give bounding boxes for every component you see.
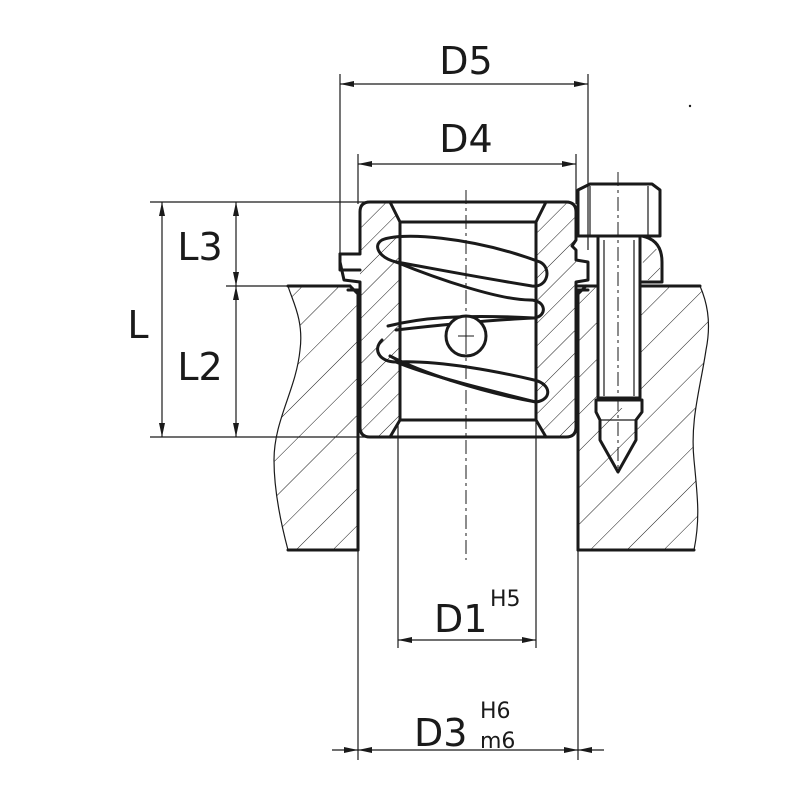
- base-block-right-section: [578, 286, 709, 550]
- label-d3-lower-tolerance: m6: [480, 729, 515, 754]
- screw-neck-section: [642, 240, 660, 280]
- label-d4: D4: [439, 117, 492, 161]
- label-d3-upper-tolerance: H6: [480, 699, 511, 724]
- label-d1-tolerance: H5: [490, 587, 521, 612]
- dimension-lines: [159, 81, 604, 753]
- label-d5: D5: [439, 39, 492, 83]
- label-l: L: [127, 303, 148, 347]
- label-l3: L3: [177, 225, 222, 269]
- bushing-right-wall: [536, 202, 576, 437]
- base-block-left-section: [274, 286, 358, 550]
- label-d1: D1: [434, 597, 487, 641]
- cap-screw: [576, 182, 664, 474]
- base-block: [273, 284, 710, 552]
- label-l2: L2: [177, 345, 222, 389]
- label-d3: D3: [414, 711, 467, 755]
- extension-lines: [150, 74, 589, 760]
